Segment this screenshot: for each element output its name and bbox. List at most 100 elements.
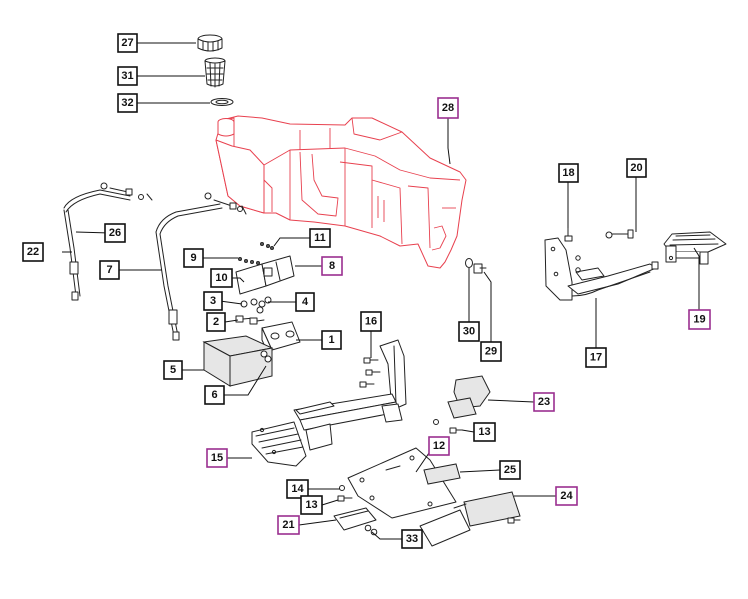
- callout-2: 2: [206, 312, 226, 332]
- callout-box: [104, 223, 126, 243]
- callout-text: 2: [213, 316, 219, 328]
- callout-text: 32: [121, 97, 133, 109]
- callout-text: 5: [170, 364, 176, 376]
- callout-18: 18: [558, 163, 579, 183]
- cover-screws-part: [433, 419, 463, 434]
- filler-gasket-part: [210, 98, 234, 106]
- callout-24: 24: [555, 486, 578, 506]
- callout-text: 16: [365, 316, 377, 328]
- callout-14: 14: [286, 479, 309, 499]
- callout-26: 26: [104, 223, 126, 243]
- callout-box: [117, 66, 138, 86]
- callout-box: [295, 292, 315, 312]
- callout-21: 21: [277, 515, 300, 535]
- callout-box: [473, 422, 496, 442]
- callout-box: [458, 321, 480, 342]
- side-footrest-bracket-part: [544, 237, 659, 301]
- callout-text: 10: [215, 272, 227, 284]
- callout-box: [277, 515, 300, 535]
- step-bolts-part: [359, 357, 381, 388]
- callout-33: 33: [401, 529, 423, 549]
- callout-text: 21: [282, 519, 294, 531]
- mounting-brackets-part: [235, 255, 295, 295]
- callout-box: [401, 529, 423, 549]
- callout-28: 28: [437, 97, 459, 119]
- callout-text: 8: [329, 260, 335, 272]
- callout-box: [585, 347, 607, 368]
- callout-19: 19: [688, 309, 711, 330]
- callout-text: 18: [562, 167, 574, 179]
- callout-text: 13: [478, 426, 490, 438]
- callout-30: 30: [458, 321, 480, 342]
- leader-lines: [62, 42, 700, 540]
- callout-text: 11: [314, 232, 326, 244]
- callout-box: [321, 256, 343, 276]
- rubber-block-part: [202, 335, 274, 387]
- callout-text: 23: [538, 396, 550, 408]
- callout-text: 26: [109, 227, 121, 239]
- callout-box: [286, 479, 309, 499]
- callout-box: [309, 228, 331, 248]
- footrest-plate-part: [663, 231, 727, 265]
- callout-box: [558, 163, 579, 183]
- callout-3: 3: [203, 291, 223, 311]
- callout-12: 12: [428, 436, 450, 456]
- callout-4: 4: [295, 292, 315, 312]
- callout-9: 9: [183, 248, 204, 268]
- callout-labels: 27 31 32 28 18 20 26 22: [22, 33, 711, 549]
- callout-box: [555, 486, 578, 506]
- callout-box: [210, 268, 233, 288]
- callout-text: 3: [210, 295, 216, 307]
- callout-text: 29: [485, 346, 497, 358]
- floor-nuts-part: [364, 524, 378, 536]
- fuel-tank-part: [215, 115, 467, 269]
- callout-text: 28: [442, 102, 454, 114]
- callout-box: [437, 97, 459, 119]
- callout-text: 20: [630, 162, 642, 174]
- bracket-bolt-part: [564, 226, 573, 242]
- callout-27: 27: [117, 33, 138, 53]
- callout-box: [99, 260, 120, 280]
- callout-25: 25: [499, 460, 521, 480]
- callout-23: 23: [533, 392, 555, 412]
- callout-box: [204, 385, 225, 405]
- floor-fasteners-part: [337, 485, 353, 502]
- callout-box: [163, 360, 183, 380]
- callout-text: 9: [190, 252, 196, 264]
- callout-text: 30: [463, 326, 475, 338]
- callout-text: 33: [406, 533, 418, 545]
- callout-box: [183, 248, 204, 268]
- floor-mat-part: [419, 491, 521, 547]
- callout-1: 1: [321, 330, 342, 350]
- callout-16: 16: [360, 311, 382, 332]
- floor-plate-part: [347, 447, 457, 519]
- callout-box: [203, 291, 223, 311]
- callout-box: [499, 460, 521, 480]
- callout-20: 20: [626, 158, 647, 178]
- callout-box: [688, 309, 711, 330]
- callout-box: [300, 495, 323, 515]
- callout-10: 10: [210, 268, 233, 288]
- step-assembly-part: [251, 339, 407, 467]
- small-floor-plate-part: [333, 507, 377, 531]
- callout-box: [533, 392, 555, 412]
- callout-box: [206, 448, 228, 468]
- bracket-fasteners-part: [235, 296, 272, 325]
- callout-8: 8: [321, 256, 343, 276]
- callout-text: 4: [302, 296, 309, 308]
- callout-text: 6: [211, 389, 217, 401]
- callout-5: 5: [163, 360, 183, 380]
- callout-13-lower: 13: [300, 495, 323, 515]
- callout-text: 17: [590, 352, 602, 364]
- footrest-bolt-part: [605, 229, 634, 239]
- callout-text: 14: [291, 483, 304, 495]
- callout-text: 27: [121, 37, 133, 49]
- callout-text: 7: [106, 264, 112, 276]
- callout-11: 11: [309, 228, 331, 248]
- callout-box: [117, 33, 138, 53]
- callout-text: 25: [504, 464, 516, 476]
- fuel-line-left-part: [63, 182, 153, 301]
- callout-box: [480, 341, 502, 362]
- callout-13-upper: 13: [473, 422, 496, 442]
- callout-6: 6: [204, 385, 225, 405]
